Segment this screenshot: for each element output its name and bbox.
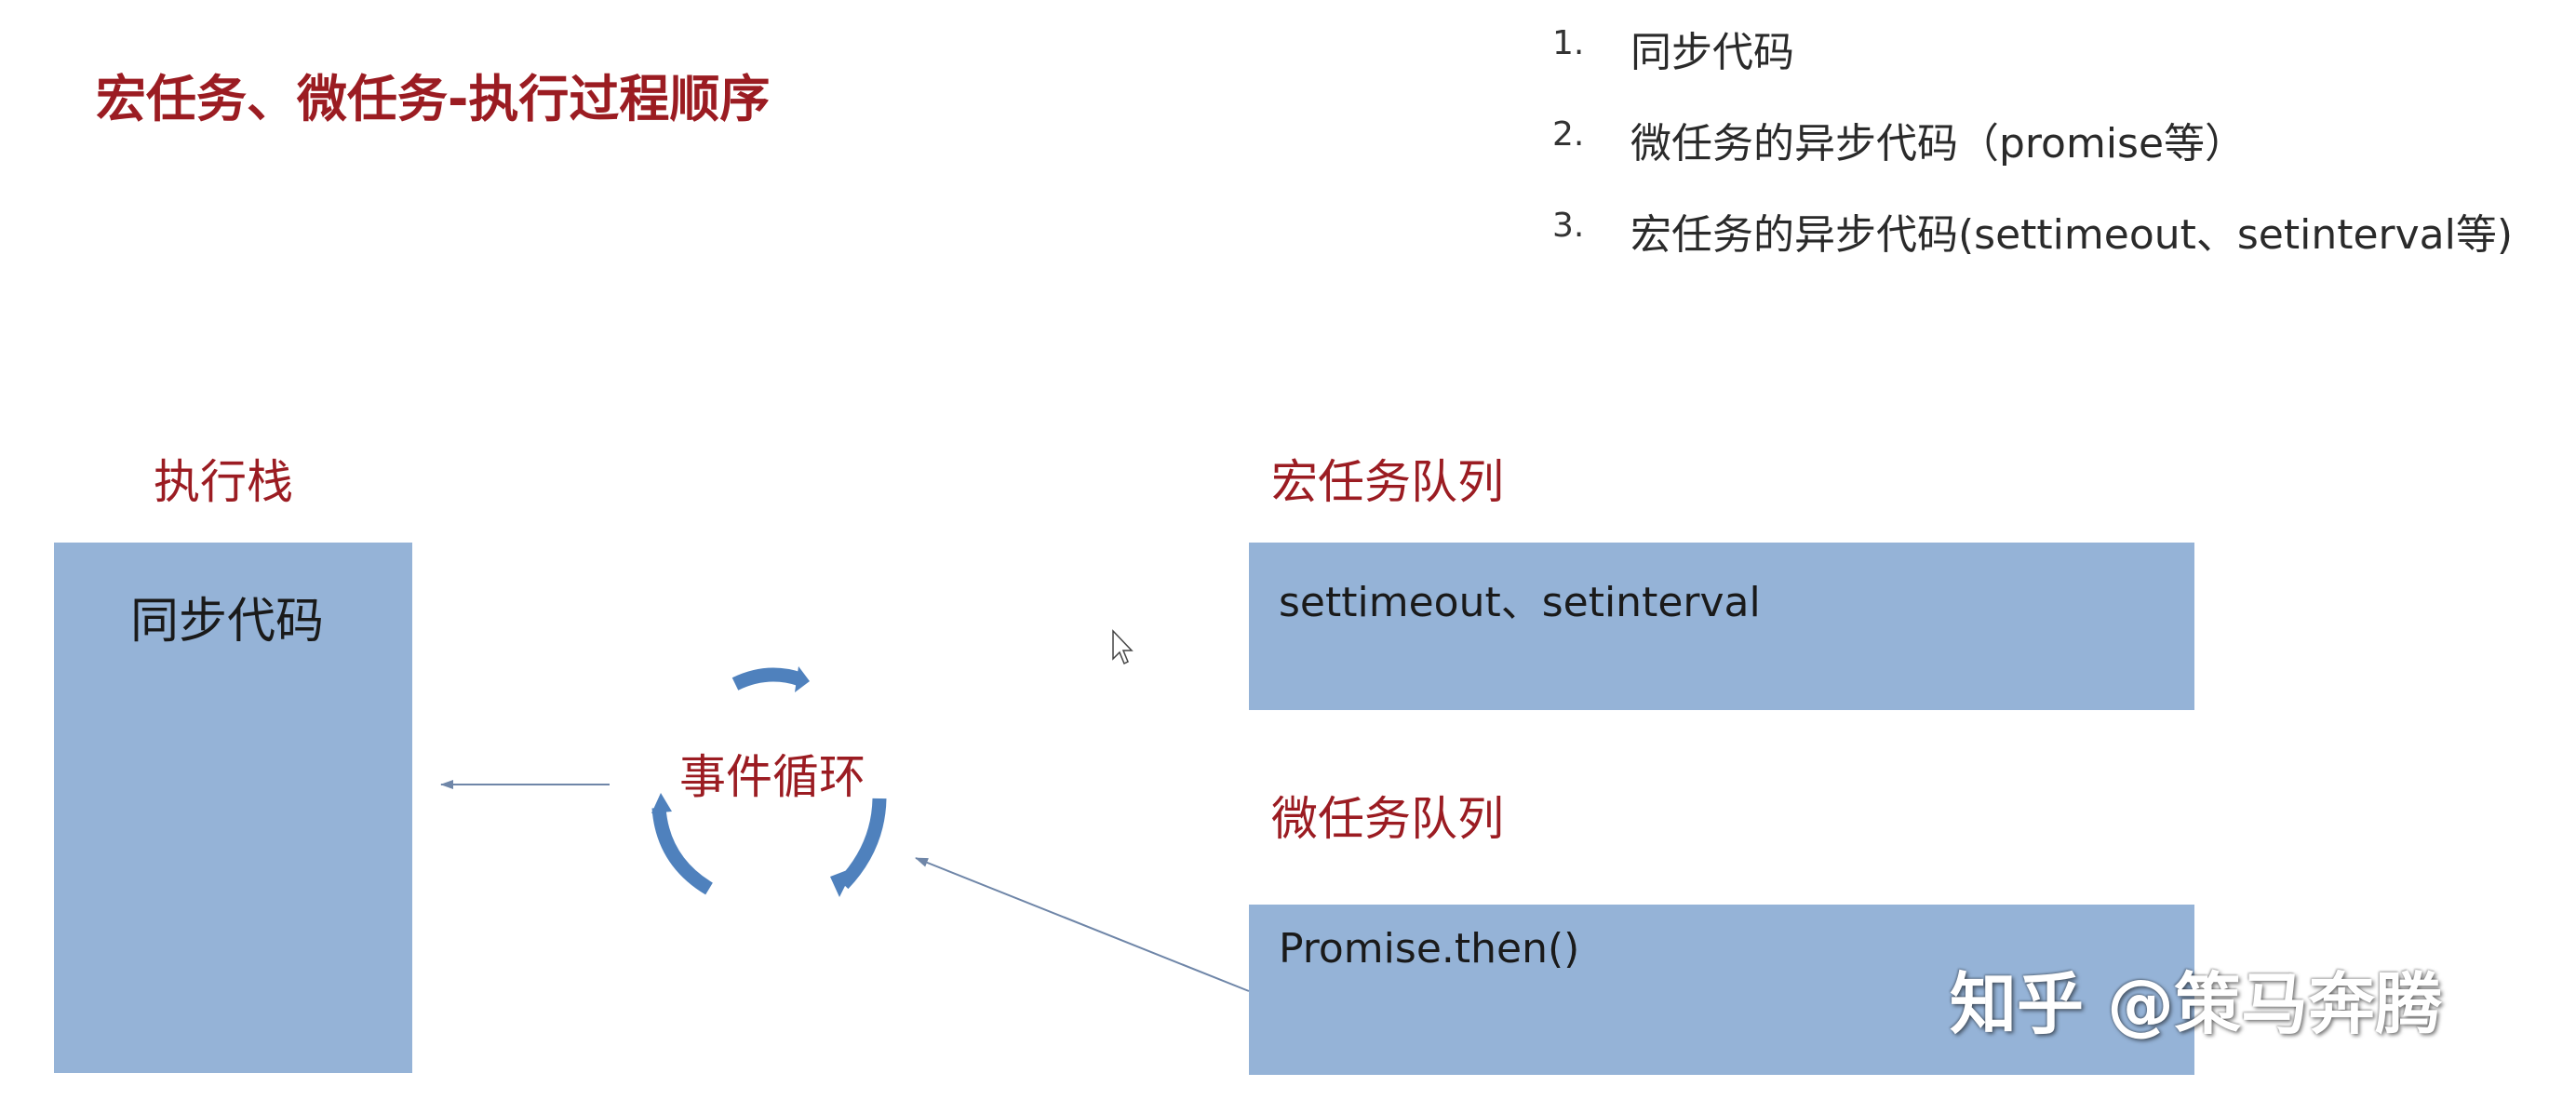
macro-task-queue-box: settimeout、setinterval	[1249, 543, 2194, 710]
mouse-cursor-icon	[1112, 629, 1134, 665]
page-title: 宏任务、微任务-执行过程顺序	[96, 70, 771, 128]
macro-task-queue-label: 宏任务队列	[1271, 455, 1504, 509]
event-loop-cycle-icon	[651, 667, 887, 895]
execution-stack-box: 同步代码	[54, 543, 412, 1073]
arrow-from-micro-queue	[915, 857, 1250, 992]
event-loop-label: 事件循环	[679, 750, 865, 804]
step-text: 宏任务的异步代码(settimeout、setinterval等)	[1630, 211, 2514, 259]
macro-task-queue-content: settimeout、setinterval	[1279, 579, 1761, 626]
step-text: 微任务的异步代码（promise等）	[1630, 120, 2247, 168]
execution-stack-label: 执行栈	[154, 455, 293, 509]
micro-task-queue-content: Promise.then()	[1279, 925, 1580, 973]
micro-task-queue-box: Promise.then()	[1249, 905, 2194, 1075]
step-text: 同步代码	[1630, 29, 1794, 76]
step-number: 2.	[1552, 115, 1585, 154]
step-number: 3.	[1552, 207, 1585, 245]
zhihu-watermark: 知乎 @策马奔腾	[1950, 965, 2443, 1043]
step-number: 1.	[1552, 24, 1585, 62]
execution-stack-content: 同步代码	[130, 594, 325, 650]
micro-task-queue-label: 微任务队列	[1271, 792, 1504, 846]
